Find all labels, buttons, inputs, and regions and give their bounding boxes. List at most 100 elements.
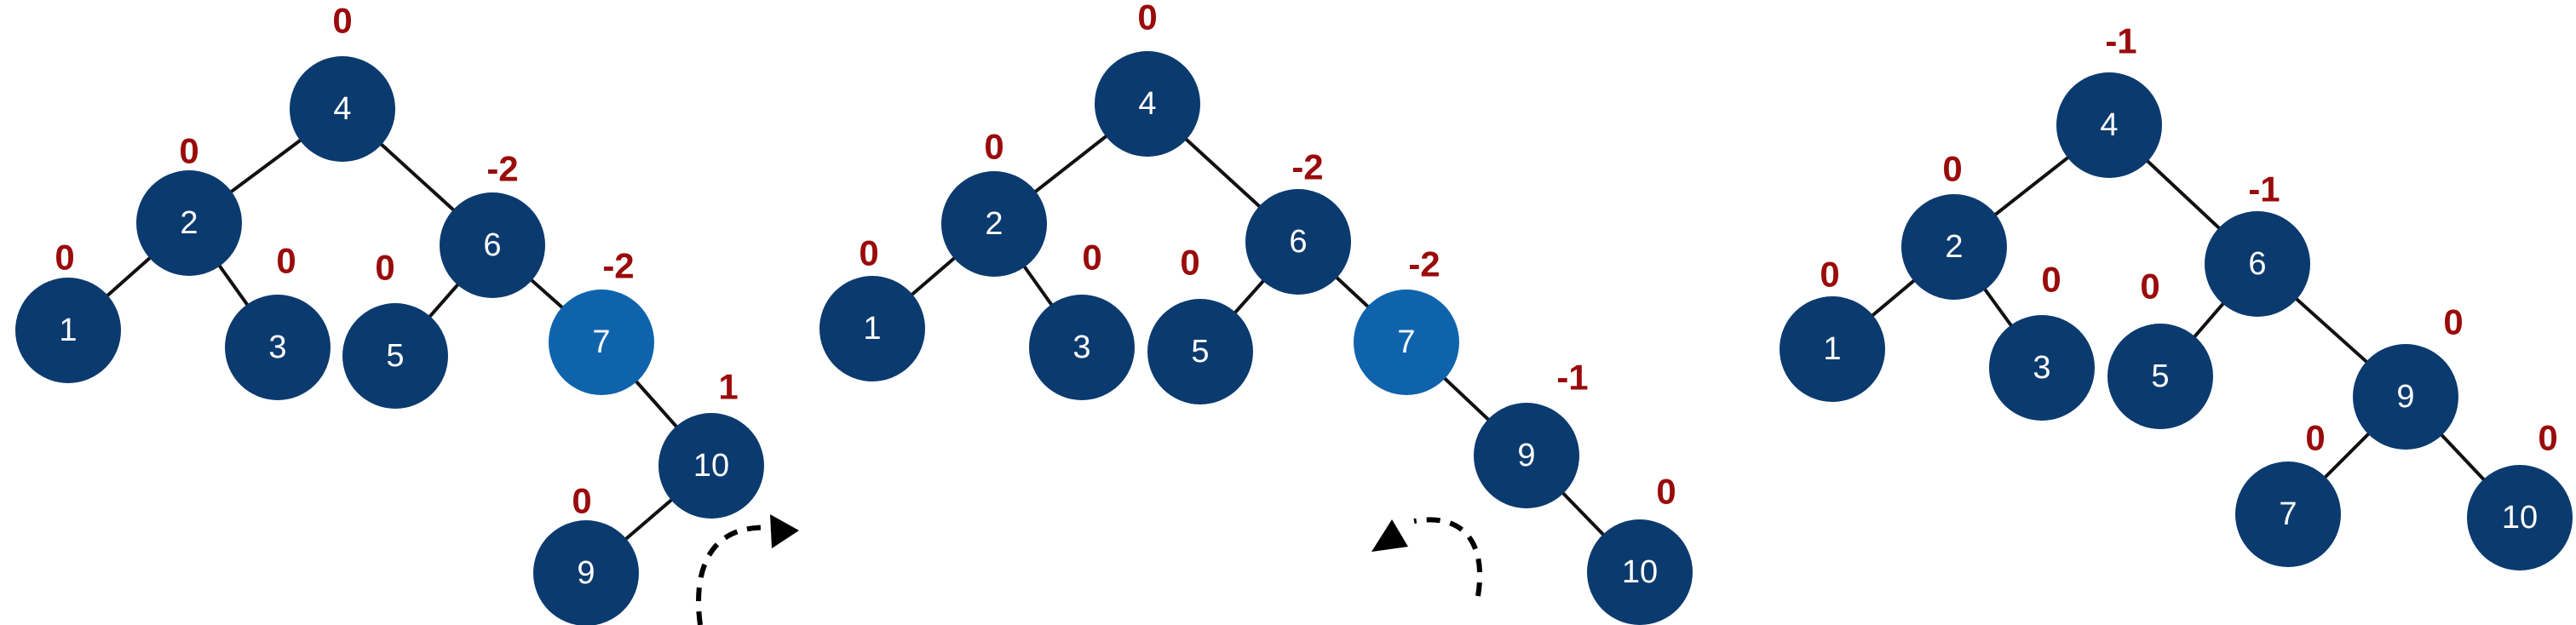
- tree1-node-label-6: 6: [483, 227, 501, 263]
- tree3-balance-factor-9: 0: [2443, 302, 2463, 342]
- rotation-arrows: [696, 514, 1483, 625]
- tree3-node-9: 9: [2353, 344, 2458, 450]
- tree2-node-label-3: 3: [1072, 330, 1090, 365]
- tree1-node-label-3: 3: [268, 330, 286, 365]
- tree3-node-circle-7: [2235, 462, 2341, 567]
- tree2-node-circle-1: [819, 276, 925, 381]
- tree3-node-label-2: 2: [1945, 229, 1963, 265]
- tree1-node-6: 6: [440, 192, 545, 298]
- tree3-node-10: 10: [2467, 465, 2573, 571]
- tree3-node-circle-5: [2107, 324, 2213, 429]
- tree1-balance-factor-4: 0: [332, 1, 352, 41]
- tree3-node-6: 6: [2205, 211, 2310, 317]
- tree2-node-9: 9: [1474, 403, 1579, 508]
- tree2-node-circle-7: [1354, 290, 1459, 395]
- tree1-balance-factor-9: 0: [572, 481, 591, 521]
- tree1-balance-factor-7: -2: [602, 246, 634, 286]
- tree1-node-circle-6: [440, 192, 545, 298]
- rotation-arrow-right: [696, 525, 772, 625]
- tree1-node-label-1: 1: [59, 312, 77, 348]
- tree3-node-circle-1: [1780, 296, 1885, 402]
- tree2-node-label-10: 10: [1622, 554, 1658, 590]
- tree2-balance-factor-10: 0: [1656, 472, 1676, 512]
- tree3-balance-factor-4: -1: [2105, 21, 2136, 61]
- tree1-node-circle-1: [15, 278, 121, 383]
- tree3-node-label-6: 6: [2248, 246, 2266, 282]
- tree2-node-label-4: 4: [1138, 86, 1156, 122]
- tree2-node-2: 2: [941, 171, 1047, 277]
- tree3-node-circle-9: [2353, 344, 2458, 450]
- tree1-node-label-7: 7: [592, 324, 610, 360]
- tree1-node-2: 2: [136, 170, 242, 276]
- tree3-balance-factor-1: 0: [1820, 255, 1839, 295]
- tree2-balance-factor-5: 0: [1180, 243, 1199, 283]
- rotation-arrowhead-right: [770, 514, 799, 548]
- tree1-node-5: 5: [342, 303, 448, 409]
- tree1-node-circle-3: [225, 295, 331, 400]
- tree2-node-label-2: 2: [985, 206, 1003, 242]
- tree1-balance-factor-2: 0: [179, 131, 198, 171]
- tree1-balance-factor-6: -2: [486, 149, 518, 189]
- tree2-node-6: 6: [1245, 189, 1351, 295]
- tree1-node-9: 9: [533, 520, 639, 625]
- tree3-balance-factor-10: 0: [2538, 418, 2557, 458]
- tree2-balance-factor-6: -2: [1291, 147, 1323, 187]
- tree2-balance-factor-4: 0: [1137, 0, 1157, 37]
- tree2-node-circle-3: [1029, 295, 1135, 400]
- rotation-arrow-left: [1413, 517, 1483, 597]
- tree3-node-label-5: 5: [2151, 358, 2169, 394]
- tree2-node-circle-10: [1587, 519, 1693, 625]
- tree1-node-label-10: 10: [693, 448, 729, 484]
- tree2-node-label-7: 7: [1397, 324, 1415, 360]
- tree3-node-label-10: 10: [2502, 500, 2538, 536]
- tree1-node-circle-10: [658, 413, 764, 519]
- tree1-node-label-5: 5: [386, 338, 404, 374]
- tree2-node-label-5: 5: [1191, 334, 1209, 370]
- tree3-balance-factor-2: 0: [1942, 149, 1962, 189]
- tree2-balance-factor-1: 0: [859, 233, 878, 273]
- tree3-node-circle-4: [2056, 72, 2162, 178]
- tree2-node-circle-2: [941, 171, 1047, 277]
- tree2-node-3: 3: [1029, 295, 1135, 400]
- tree2-balance-factor-2: 0: [984, 127, 1003, 167]
- tree1-node-circle-7: [549, 290, 654, 395]
- tree2-node-circle-9: [1474, 403, 1579, 508]
- tree3-balance-factor-7: 0: [2305, 418, 2325, 458]
- tree1-node-4: 4: [290, 56, 395, 162]
- tree1-node-circle-5: [342, 303, 448, 409]
- tree3-node-circle-3: [1989, 315, 2095, 421]
- tree3-node-2: 2: [1901, 194, 2007, 300]
- tree1-node-10: 10: [658, 413, 764, 519]
- tree2-node-5: 5: [1147, 299, 1253, 404]
- tree2-node-10: 10: [1587, 519, 1693, 625]
- tree1-node-3: 3: [225, 295, 331, 400]
- tree3-node-4: 4: [2056, 72, 2162, 178]
- tree2-balance-factor-9: -1: [1556, 358, 1588, 398]
- tree2-node-circle-4: [1095, 51, 1200, 157]
- tree3-node-circle-10: [2467, 465, 2573, 571]
- tree1-node-7: 7: [549, 290, 654, 395]
- tree3-balance-factor-3: 0: [2041, 260, 2061, 300]
- tree2-node-circle-5: [1147, 299, 1253, 404]
- tree1-node-circle-2: [136, 170, 242, 276]
- tree1-node-label-4: 4: [333, 91, 351, 127]
- tree1-node-circle-9: [533, 520, 639, 625]
- tree1-balance-factor-1: 0: [55, 238, 74, 278]
- tree3-node-label-4: 4: [2100, 107, 2118, 143]
- tree1-node-label-2: 2: [180, 205, 198, 241]
- tree3-node-1: 1: [1780, 296, 1885, 402]
- tree1-node-circle-4: [290, 56, 395, 162]
- tree1-balance-factor-3: 0: [276, 241, 296, 281]
- tree3-node-circle-2: [1901, 194, 2007, 300]
- tree2-node-4: 4: [1095, 51, 1200, 157]
- tree1-balance-factor-10: 1: [718, 367, 738, 407]
- tree2-node-circle-6: [1245, 189, 1351, 295]
- tree3-node-label-3: 3: [2033, 350, 2050, 386]
- tree3-node-label-7: 7: [2279, 496, 2297, 532]
- tree1-node-1: 1: [15, 278, 121, 383]
- tree3-balance-factor-5: 0: [2140, 267, 2159, 307]
- nodes-layer: 40206-21030507-21019040206-21030507-29-1…: [15, 0, 2573, 625]
- tree2-balance-factor-3: 0: [1082, 238, 1101, 278]
- tree3-node-label-9: 9: [2396, 379, 2414, 415]
